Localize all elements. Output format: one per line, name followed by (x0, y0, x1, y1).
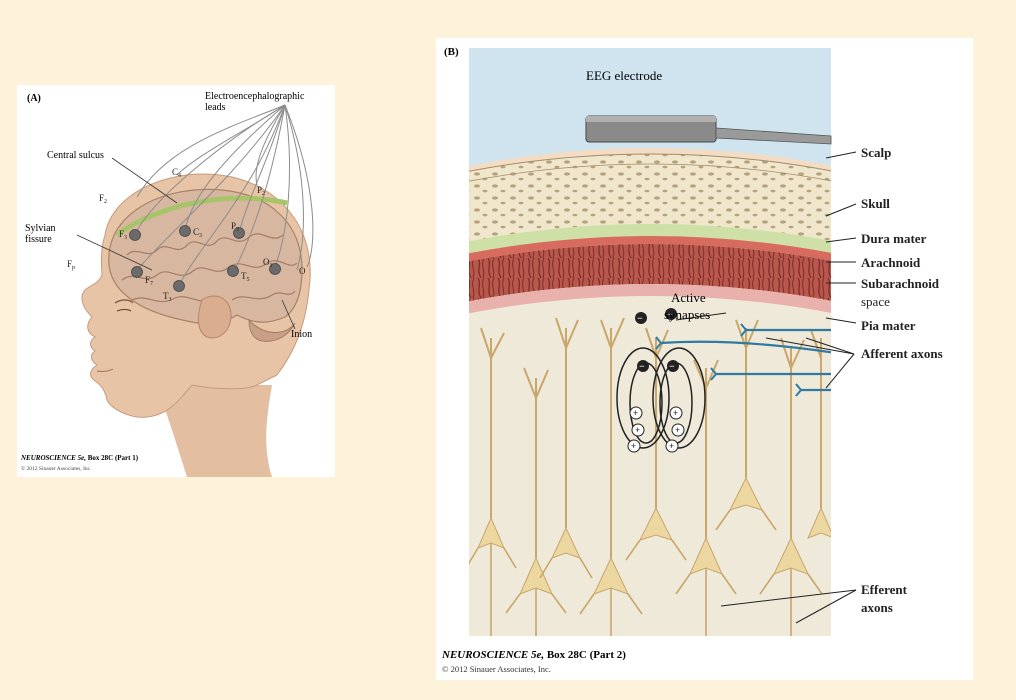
electrode-f7 (131, 266, 143, 278)
dendrites (480, 317, 822, 558)
label-fp: Fp (67, 259, 75, 271)
cortex-layer (469, 258, 831, 636)
leads-label-line2: leads (205, 102, 226, 113)
svg-text:+: + (673, 408, 678, 418)
panel-a-tag: (A) (27, 93, 41, 104)
svg-text:+: + (675, 425, 680, 435)
mouth (96, 368, 114, 372)
eeg-leads (134, 104, 314, 286)
svg-text:+: + (635, 425, 640, 435)
axon-terminals (655, 323, 803, 397)
basal-dendrites (469, 509, 823, 636)
label-t5: T5 (241, 271, 250, 283)
electrode-t5 (227, 265, 239, 277)
eyebrow (114, 299, 134, 304)
svg-text:−: − (639, 362, 645, 373)
arachnoid-layer (469, 236, 831, 262)
label-f7: F7 (145, 275, 153, 287)
brain (108, 188, 303, 325)
label-efferent-1: Efferent (861, 582, 908, 597)
central-sulcus-label: Central sulcus (47, 150, 104, 161)
subarachnoid-layer (469, 244, 831, 302)
head-diagram: (A) Electroencephalographic leads Centra… (20, 91, 314, 477)
eye (116, 308, 132, 312)
label-f2-top: F2 (99, 193, 107, 205)
label-arachnoid: Arachnoid (861, 255, 921, 270)
central-sulcus-band (115, 195, 288, 238)
active-label-1: Active (671, 290, 706, 305)
label-t3: T3 (163, 291, 172, 303)
svg-text:−: − (637, 314, 643, 325)
panel-b-caption: NEUROSCIENCE 5e, Box 28C (Part 2) (441, 649, 626, 661)
label-dura: Dura mater (861, 231, 927, 246)
label-c3: C3 (193, 227, 202, 239)
svg-text:+: + (633, 408, 638, 418)
electrode-c3 (179, 225, 191, 237)
svg-text:+: + (669, 441, 674, 451)
electrode-t3 (173, 280, 185, 292)
layer-pointers (675, 151, 857, 624)
label-o: O (299, 266, 306, 276)
active-label-2: synapses (664, 307, 710, 322)
svg-text:+: + (631, 441, 636, 451)
electrode-o1 (269, 263, 281, 275)
neck (157, 385, 272, 477)
sylvian-label-line2: fissure (25, 234, 52, 245)
cerebellum (248, 318, 296, 342)
inion-label: Inion (291, 329, 312, 340)
gyri-2 (121, 260, 298, 281)
eeg-electrode (585, 115, 832, 145)
neurons (477, 476, 831, 595)
cortex-cross-section: (B) (441, 46, 943, 674)
eeg-electrode-label: EEG electrode (586, 68, 662, 83)
label-o1: O1 (263, 257, 273, 269)
electrodes (129, 225, 281, 292)
panel-b-copyright: © 2012 Sinauer Associates, Inc. (442, 664, 551, 674)
label-c4-top: C4 (172, 167, 181, 179)
label-f3: F3 (119, 229, 127, 241)
electrode-labels: C4 F2 P2 F3 C3 P3 F7 T3 T5 O1 Fp O (67, 167, 306, 303)
layer-labels: Scalp Skull Dura mater Arachnoid Subarac… (861, 145, 943, 615)
label-efferent-2: axons (861, 600, 893, 615)
svg-text:−: − (667, 310, 673, 321)
label-pointers (76, 157, 296, 330)
panel-b-tag: (B) (444, 46, 459, 58)
label-p3: P3 (231, 221, 239, 233)
ear (197, 295, 232, 339)
panel-a: (A) Electroencephalographic leads Centra… (17, 85, 335, 477)
electrode-f3 (129, 229, 141, 241)
panel-b: (B) (436, 38, 973, 680)
label-subarachnoid-2: space (861, 294, 890, 309)
label-scalp: Scalp (861, 145, 891, 160)
sylvian-label-line1: Sylvian (25, 223, 56, 234)
pia-layer (469, 284, 831, 314)
svg-text:−: − (669, 362, 675, 373)
afferent-axons (660, 328, 831, 392)
gyri-4 (231, 290, 296, 301)
leads-label-line1: Electroencephalographic (205, 91, 305, 102)
electrode-p3 (233, 227, 245, 239)
label-p2-top: P2 (257, 185, 265, 197)
charges: − − − − ++ ++ ++ (627, 308, 685, 453)
panel-a-copyright: © 2012 Sinauer Associates, Inc. (21, 465, 92, 472)
dura-layer (469, 224, 831, 254)
label-pia: Pia mater (861, 318, 916, 333)
skull-layer (469, 154, 831, 242)
label-subarachnoid-1: Subarachnoid (861, 276, 940, 291)
panel-a-caption: NEUROSCIENCE 5e, Box 28C (Part 1) (20, 454, 139, 462)
layers: − − − − ++ ++ ++ (469, 48, 831, 636)
label-afferent: Afferent axons (861, 346, 943, 361)
label-skull: Skull (861, 196, 890, 211)
